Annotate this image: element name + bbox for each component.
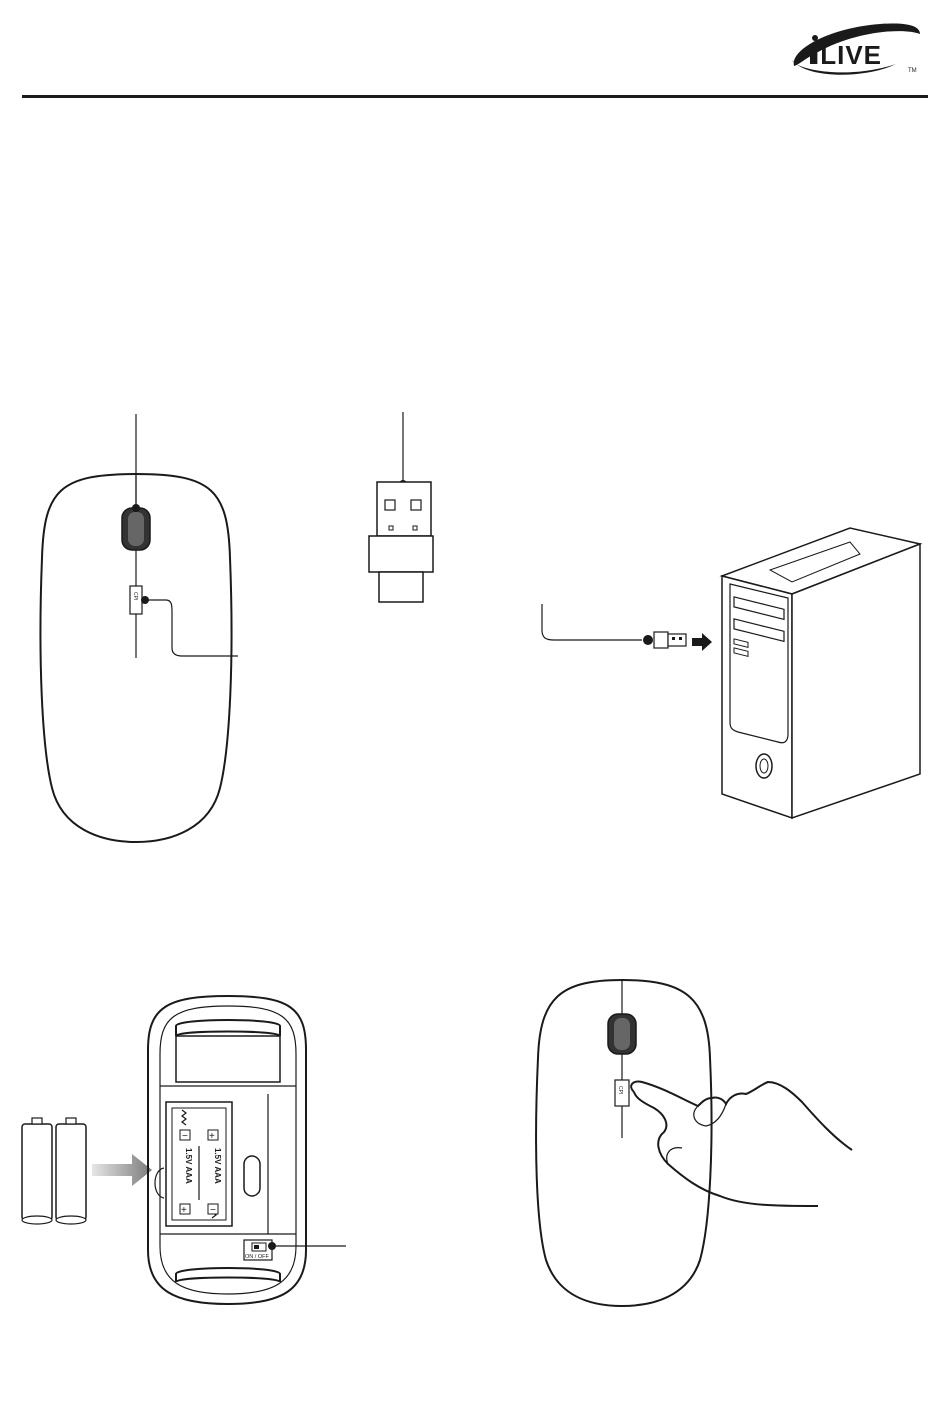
trademark-mark: TM xyxy=(908,68,917,74)
minus-symbol-left: − xyxy=(182,1131,188,1142)
battery-slot-label-right: 1.5V AAA xyxy=(213,1148,222,1184)
battery-install-figure: − + + − 1.5V AAA 1.5V AAA ON / OFF xyxy=(14,990,354,1310)
usb-tail xyxy=(379,572,423,602)
minus-symbol-right: − xyxy=(210,1205,216,1216)
small-receiver xyxy=(654,632,668,648)
usb-receiver-figure xyxy=(355,410,455,610)
computer-tower-figure xyxy=(530,524,930,824)
cpi-button-label: CPI xyxy=(132,592,138,600)
plus-symbol-left: + xyxy=(181,1205,187,1216)
cpi-button-label-2: CPI xyxy=(617,1086,623,1094)
power-switch-label: ON / OFF xyxy=(245,1254,269,1260)
receiver-cable xyxy=(542,604,642,640)
battery-slot-label-left: 1.5V AAA xyxy=(184,1148,193,1184)
brand-logo: iLIVE TM xyxy=(788,14,928,84)
insert-arrow xyxy=(692,633,712,651)
plus-symbol-right: + xyxy=(209,1131,215,1142)
loose-batteries xyxy=(22,1118,86,1224)
insert-battery-arrow xyxy=(92,1154,152,1186)
pointing-hand xyxy=(631,1082,852,1206)
cpi-press-figure: CPI xyxy=(530,974,860,1314)
logo-text: iLIVE xyxy=(812,40,882,70)
cpi-callout-line xyxy=(145,600,238,656)
usb-body xyxy=(369,536,433,572)
mouse-top-view-figure: CPI xyxy=(30,408,250,858)
header-rule xyxy=(22,95,928,98)
scroll-wheel-callout-dot xyxy=(132,504,140,512)
